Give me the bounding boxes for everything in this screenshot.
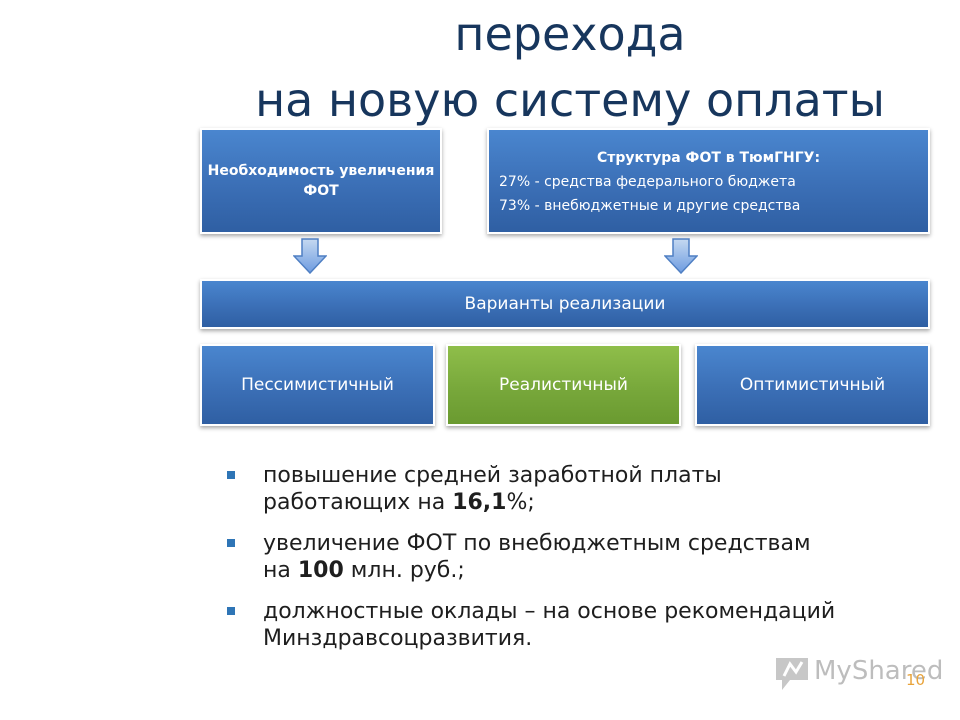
watermark-logo: MyShared [772, 648, 943, 696]
option-label: Оптимистичный [739, 375, 886, 395]
option-realistic: Реалистичный [446, 344, 681, 426]
down-arrow-icon [664, 238, 698, 274]
variants-bar: Варианты реализации [200, 279, 930, 329]
slide-number: 10 [906, 671, 926, 689]
slide-title-line1: перехода [454, 7, 686, 61]
structure-box: Структура ФОТ в ТюмГНГУ: 27% - средства … [487, 128, 930, 234]
option-optimistic: Оптимистичный [695, 344, 930, 426]
bullet-text: повышение средней заработной платы работ… [263, 463, 722, 515]
slide-title-line2: на новую систему оплаты [255, 73, 885, 127]
bullet-list: повышение средней заработной платы работ… [225, 462, 845, 666]
myshared-logo-icon [776, 658, 808, 690]
bullet-text: должностные оклады – на основе рекоменда… [263, 599, 836, 651]
need-box: Необходимость увеличения ФОТ [200, 128, 442, 234]
bullet-text: увеличение ФОТ по внебюджетным средствам… [263, 531, 811, 583]
bullet-bold-value: 16,1 [452, 490, 507, 515]
square-bullet-icon [227, 607, 235, 615]
bullet-item: увеличение ФОТ по внебюджетным средствам… [225, 530, 845, 584]
bullet-item: повышение средней заработной платы работ… [225, 462, 845, 516]
bullet-item: должностные оклады – на основе рекоменда… [225, 598, 845, 652]
option-pessimistic: Пессимистичный [200, 344, 435, 426]
structure-box-line1: 27% - средства федерального бюджета [499, 174, 796, 190]
bullet-text-end: млн. руб.; [343, 558, 465, 583]
bullet-text-end: %; [506, 490, 535, 515]
structure-box-title: Структура ФОТ в ТюмГНГУ: [596, 150, 821, 166]
structure-box-line2: 73% - внебюджетные и другие средства [499, 198, 801, 214]
watermark-text: MyShared [814, 656, 944, 686]
square-bullet-icon [227, 471, 235, 479]
variants-label: Варианты реализации [464, 294, 666, 314]
bullet-bold-value: 100 [297, 558, 344, 583]
need-box-text: Необходимость увеличения ФОТ [207, 163, 435, 199]
option-label: Пессимистичный [241, 375, 394, 395]
down-arrow-icon [293, 238, 327, 274]
option-label: Реалистичный [499, 375, 628, 395]
square-bullet-icon [227, 539, 235, 547]
